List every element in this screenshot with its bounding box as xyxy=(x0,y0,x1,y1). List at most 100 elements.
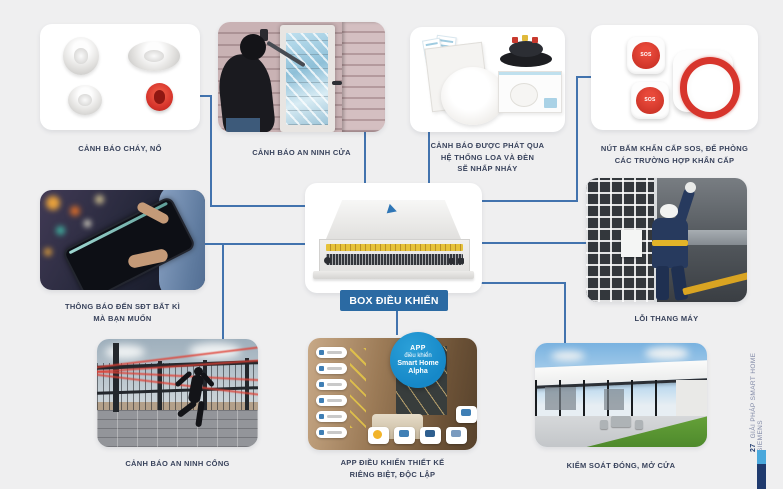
broken-glass-streaks xyxy=(286,32,329,125)
caption-fire: CẢNH BÁO CHÁY, NỔ xyxy=(78,144,162,153)
sidebar-gap xyxy=(754,438,755,443)
app-dock-icon[interactable] xyxy=(456,406,477,423)
house-access-photo xyxy=(535,343,707,447)
bokeh-light xyxy=(95,195,104,204)
connector-house-v xyxy=(564,282,566,345)
cloud xyxy=(105,345,145,359)
app-dock-icon[interactable] xyxy=(420,427,441,444)
bokeh-light xyxy=(84,220,91,227)
sos-button-device: SOS xyxy=(631,82,669,119)
stone-wall xyxy=(97,410,258,447)
sidebar-accent-dark xyxy=(757,464,766,489)
connector-app-v xyxy=(396,311,398,335)
connector-sos-v xyxy=(576,76,578,202)
speaker-terminal xyxy=(512,37,518,43)
connector-fire-h2 xyxy=(210,205,307,207)
cloud xyxy=(645,347,689,360)
sos-button-label: SOS xyxy=(644,97,656,104)
bokeh-light xyxy=(44,248,52,256)
safety-harness xyxy=(652,240,688,246)
control-box-lid xyxy=(326,200,461,239)
sos-button-label: SOS xyxy=(640,52,652,59)
sos-button-face: SOS xyxy=(636,87,664,114)
fence-post xyxy=(158,360,163,411)
sos-button-device: SOS xyxy=(627,37,665,74)
app-badge-line: điều khiển xyxy=(404,353,432,359)
caption-house: KIỂM SOÁT ĐÓNG, MỞ CỬA xyxy=(566,461,676,470)
connector-speaker-v xyxy=(428,131,430,185)
elevator-photo xyxy=(586,178,747,302)
app-menu-button[interactable] xyxy=(316,347,347,358)
detector-core xyxy=(143,50,165,62)
burglar-hood xyxy=(240,34,266,60)
caption-fence: CẢNH BÁO AN NINH CỔNG xyxy=(125,459,230,468)
connector-fire-h xyxy=(199,95,212,97)
app-badge-line: Smart Home xyxy=(397,360,439,367)
sidebar-page-number: 27 xyxy=(750,443,757,452)
app-dock-icon[interactable] xyxy=(394,427,415,444)
connector-fence-v xyxy=(222,244,224,340)
app-menu-button[interactable] xyxy=(316,363,347,374)
alarm-core xyxy=(153,90,166,104)
detector-core xyxy=(78,94,92,106)
notice-paper xyxy=(621,230,643,258)
ceiling-speaker-card xyxy=(410,27,565,132)
red-alarm-bell-image xyxy=(146,83,173,111)
sos-button-face: SOS xyxy=(632,42,660,69)
app-menu-button[interactable] xyxy=(316,395,347,406)
connector-phone-h xyxy=(204,243,307,245)
speaker-box xyxy=(498,71,562,113)
app-badge-line: APP xyxy=(410,345,426,352)
connector-house-h xyxy=(481,282,566,284)
control-box-card xyxy=(305,183,482,293)
sidebar-title: GIẢI PHÁP SMART HOME SIEMENS xyxy=(750,352,764,452)
app-dock-icon[interactable] xyxy=(368,427,389,444)
bokeh-light xyxy=(56,226,65,235)
door-handle xyxy=(331,80,342,85)
sos-button-card: SOS SOS xyxy=(591,25,758,130)
burglar-jeans xyxy=(226,118,260,132)
siren-device xyxy=(673,50,741,119)
connector-sos-h xyxy=(576,76,593,78)
terminal-strip-yellow xyxy=(326,244,463,251)
caption-app: APP ĐIỀU KHIỂN THIẾT KẾ RIÊNG BIỆT, ĐỘC … xyxy=(340,458,445,479)
terminal-strip-pins xyxy=(326,254,463,265)
patio-stool xyxy=(600,419,609,429)
door-security-photo xyxy=(218,22,385,132)
fence-security-photo xyxy=(97,339,258,447)
side-wall xyxy=(676,380,707,418)
app-menu-button[interactable] xyxy=(316,379,347,390)
speaker-grille xyxy=(441,67,505,125)
control-box-front xyxy=(319,239,470,273)
yellow-wall-pattern xyxy=(350,348,366,428)
smoke-detector-image xyxy=(63,37,99,75)
caption-phone: THÔNG BÁO ĐẾN SĐT BẤT KÌ MÀ BẠN MUỐN xyxy=(64,302,181,323)
fence-post xyxy=(245,358,250,411)
connector-door-v xyxy=(364,131,366,185)
patio-table xyxy=(610,415,631,427)
siren-ring xyxy=(679,57,741,119)
sidebar-accent-light xyxy=(757,450,766,464)
app-control-badge: APP điều khiển Smart Home Alpha xyxy=(390,332,446,388)
climber-head xyxy=(193,367,203,377)
app-badge-line: Alpha xyxy=(408,368,428,375)
detector-core xyxy=(73,48,89,64)
box-control-label: BOX ĐIỀU KHIỂN xyxy=(340,290,448,311)
app-dock-icon[interactable] xyxy=(446,427,467,444)
caption-speaker: CẢNH BÁO ĐƯỢC PHÁT QUA HỆ THỐNG LOA VÀ Đ… xyxy=(430,141,545,174)
technician-glove xyxy=(685,182,696,193)
smoke-detector-image xyxy=(68,85,102,115)
speaker-terminal xyxy=(532,37,538,43)
caption-elevator: LỖI THANG MÁY xyxy=(634,314,699,323)
porch-lantern xyxy=(259,28,268,41)
speaker-driver-top xyxy=(509,41,543,57)
fence-post xyxy=(203,359,208,411)
shutter-panel xyxy=(341,22,385,132)
speaker-terminal xyxy=(522,35,528,41)
control-box-base xyxy=(313,271,474,279)
caption-sos: NÚT BẤM KHẨN CẤP SOS, ĐỂ PHÒNG CÁC TRƯỜN… xyxy=(600,144,749,165)
app-menu-button[interactable] xyxy=(316,427,347,438)
app-menu-button[interactable] xyxy=(316,411,347,422)
fire-alarm-card xyxy=(40,24,200,130)
